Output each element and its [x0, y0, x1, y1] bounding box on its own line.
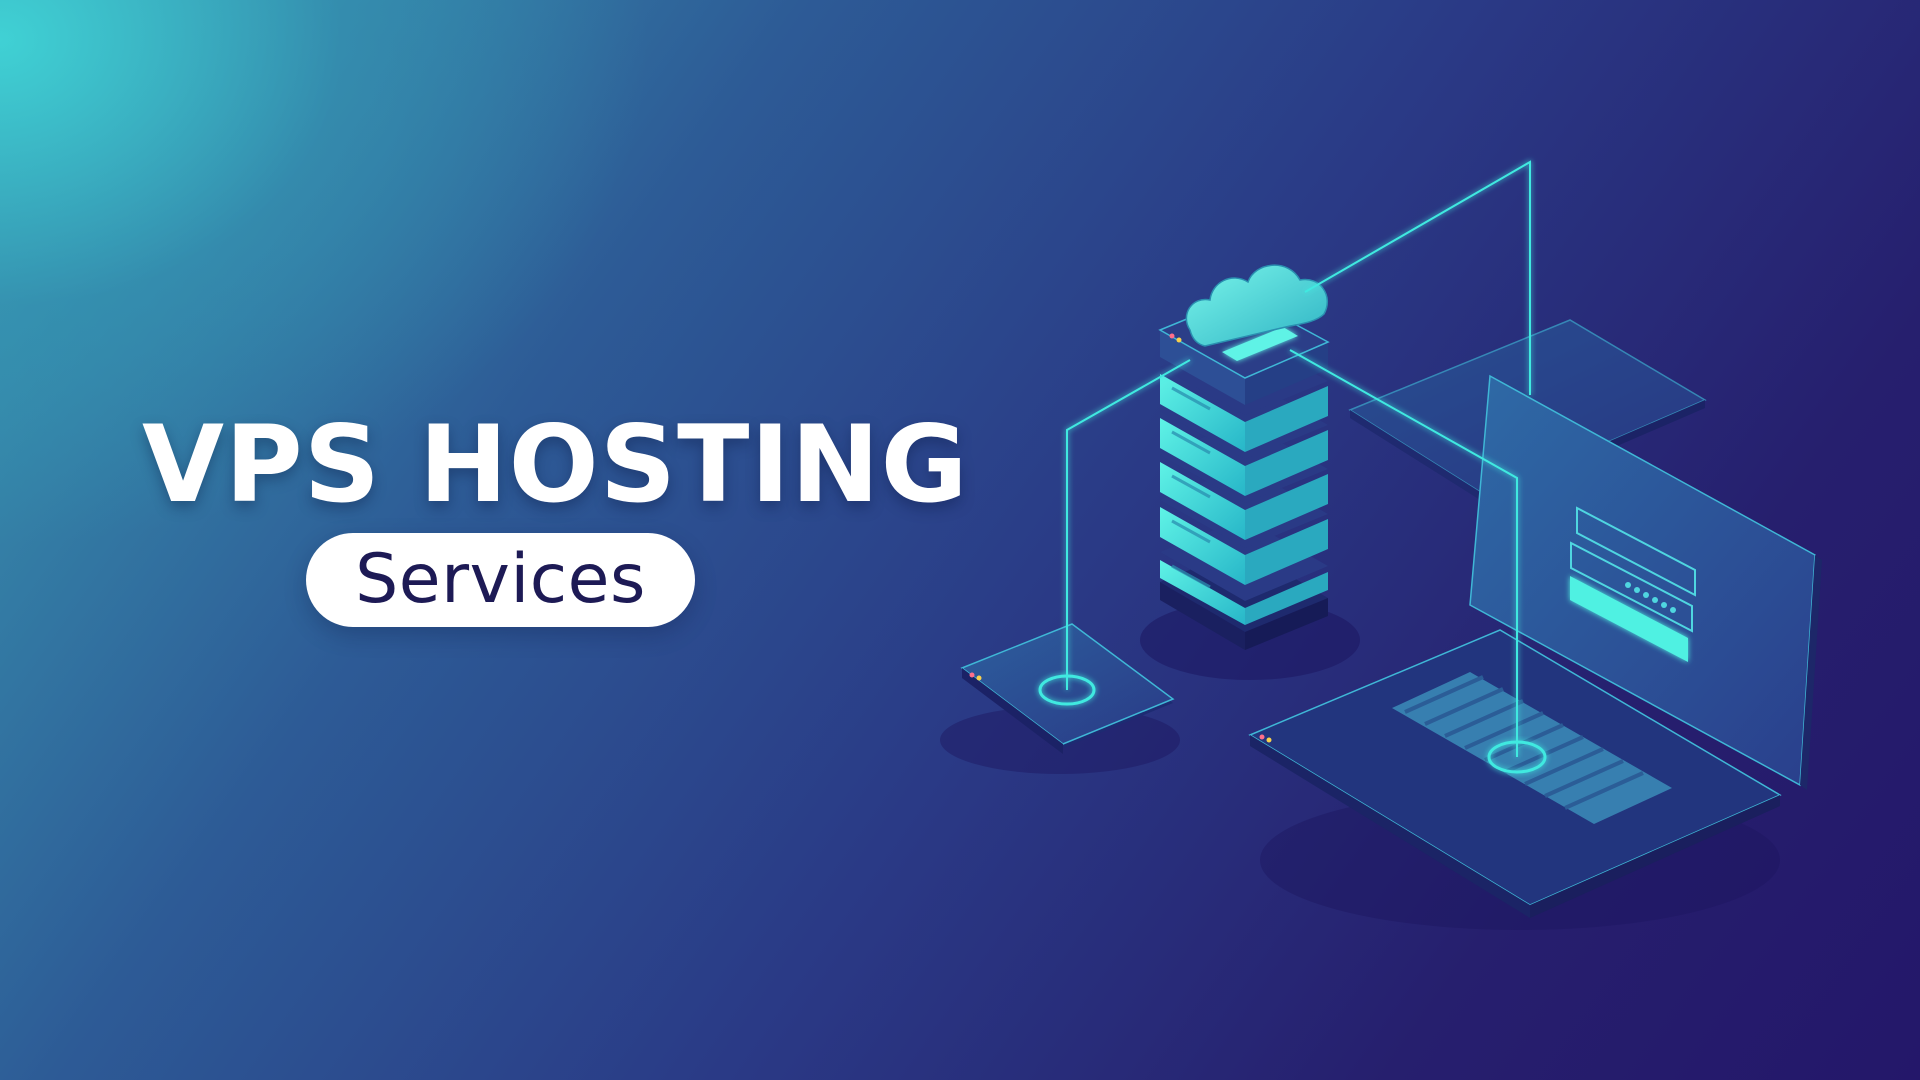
- login-form-icon: [1570, 506, 1696, 662]
- cloud-icon: [1185, 264, 1329, 347]
- connection-lines: [1066, 160, 1531, 757]
- laptop-icon: [1248, 374, 1822, 918]
- server-rack-icon: [1158, 295, 1330, 650]
- services-pill: Services: [306, 533, 695, 627]
- headline: VPS HOSTING: [142, 403, 969, 526]
- services-label: Services: [355, 540, 646, 619]
